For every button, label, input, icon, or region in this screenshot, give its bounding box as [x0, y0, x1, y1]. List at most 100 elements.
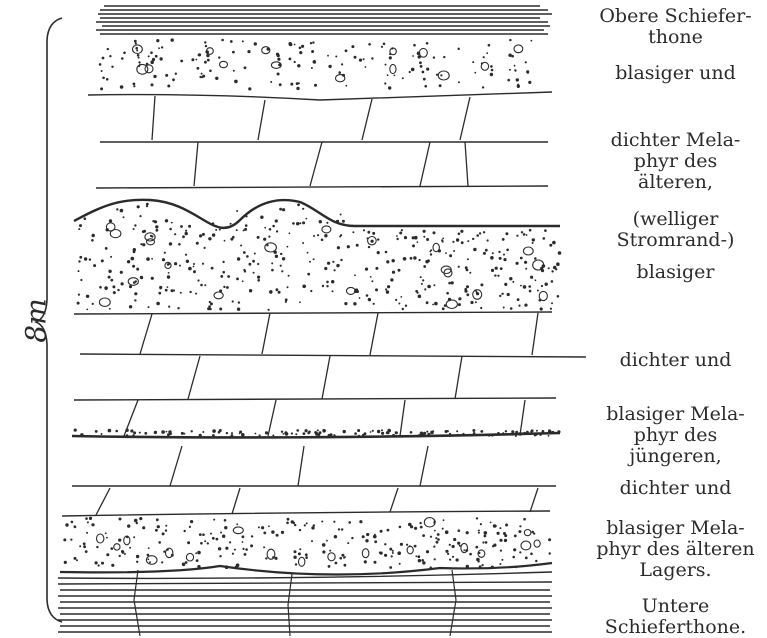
vesicle-ring [521, 541, 531, 550]
vesicle-dot [302, 285, 306, 289]
vesicle-dot [276, 288, 279, 291]
vesicle-dot [474, 72, 476, 74]
vesicle-dot [530, 553, 533, 556]
vesicle-dot [347, 245, 350, 248]
vesicle-dot [413, 44, 416, 47]
vesicle-dot [277, 54, 280, 57]
vesicle-dot [99, 63, 102, 66]
vesicle-dot [385, 64, 387, 66]
vesicle-dot [551, 280, 554, 283]
vesicle-dot [499, 257, 502, 260]
label-line: Obere Schiefer- [588, 6, 763, 27]
vesicle-dot [236, 229, 238, 231]
vesicle-dot [473, 432, 476, 435]
vesicle-dot [412, 244, 415, 247]
vesicle-dot [275, 219, 278, 222]
lower-shale-bed [58, 570, 552, 636]
vesicle-dot [199, 76, 201, 78]
vesicle-dot [422, 71, 425, 74]
vesicle-dot [172, 78, 175, 81]
vesicle-dot [165, 74, 168, 77]
vesicle-dot [494, 274, 496, 276]
vesicle-dot [299, 51, 302, 54]
vesicle-dot [400, 296, 402, 298]
vesicle-dot [154, 431, 157, 434]
vesicle-dot [238, 301, 240, 303]
vesicle-dot [218, 547, 221, 550]
vesicle-dot [86, 309, 88, 311]
vesicle-dot [108, 270, 111, 273]
vesicle-dot [458, 48, 460, 50]
vesicle-dot [257, 263, 259, 265]
vesicle-dot [209, 301, 211, 303]
vesicle-dot [252, 260, 255, 263]
vesicle-dot [134, 519, 138, 523]
vesicle-dot [422, 279, 424, 281]
vesicle-dot [505, 524, 508, 527]
vesicle-dot [119, 518, 122, 521]
vesicle-dot [354, 56, 357, 59]
vesicle-dot [322, 285, 324, 287]
vesicle-dot [285, 301, 287, 303]
vesicle-dot [64, 561, 67, 564]
vesicle-ring [322, 226, 331, 233]
vesicle-dot [485, 249, 488, 252]
vesicle-dot [384, 543, 386, 545]
vesicle-dot [332, 290, 334, 292]
vesicle-dot [354, 432, 357, 435]
vesicle-dot [443, 56, 445, 58]
vesicle-dot [341, 554, 344, 557]
vesicle-dot [517, 298, 520, 301]
vesicle-dot [423, 230, 426, 233]
vesicle-dot [392, 550, 394, 552]
vesicle-dot [374, 540, 377, 543]
vesicle-dot [148, 306, 150, 308]
vesicle-dot [242, 40, 244, 42]
vesicle-dot [296, 87, 299, 90]
vesicle-dot [272, 225, 275, 228]
vesicle-dot [117, 289, 119, 291]
vesicle-dot [231, 432, 233, 434]
vesicle-dot [530, 276, 533, 279]
vesicle-dot [366, 294, 369, 297]
vesicle-dot [418, 559, 421, 562]
vesicle-dot [138, 61, 140, 63]
vesicle-dot [288, 275, 290, 277]
vesicle-dot [498, 251, 500, 253]
vesicle-dot [237, 257, 240, 260]
vesicle-dot [424, 85, 427, 88]
vesicle-dot [222, 261, 224, 263]
vesicle-dot [379, 552, 381, 554]
vesicle-dot [242, 548, 244, 550]
vesicle-dot [101, 70, 103, 72]
vesicle-dot [95, 561, 98, 564]
vesicle-dot [558, 251, 562, 255]
vesicle-dot [236, 563, 240, 567]
vesicle-dot [535, 560, 537, 562]
vesicle-dot [171, 38, 174, 41]
vesicle-dot [197, 67, 200, 70]
vesicle-dot [242, 280, 244, 282]
vesicle-dot [420, 276, 422, 278]
vesicle-dot [525, 268, 527, 270]
vesicle-dot [331, 280, 334, 283]
vesicle-dot [433, 546, 435, 548]
vesicle-dot [137, 205, 140, 208]
vesicle-dot [324, 234, 327, 237]
vesicle-dot [449, 433, 451, 435]
vesicle-dot [243, 251, 246, 254]
vesicle-dot [505, 430, 507, 432]
vesicle-dot [134, 40, 137, 43]
vesicle-dot [434, 558, 436, 560]
vesicle-dot [384, 82, 386, 84]
vesicle-dot [232, 51, 235, 54]
vesicle-dot [92, 303, 94, 305]
vesicle-dot [216, 538, 219, 541]
vesicle-dot [219, 229, 221, 231]
vesicle-dot [157, 525, 160, 528]
vesicle-dot [215, 77, 218, 80]
vesicle-dot [516, 235, 518, 237]
vesicle-dot [129, 305, 132, 308]
vesicle-dot [505, 232, 508, 235]
vesicle-dot [344, 556, 346, 558]
